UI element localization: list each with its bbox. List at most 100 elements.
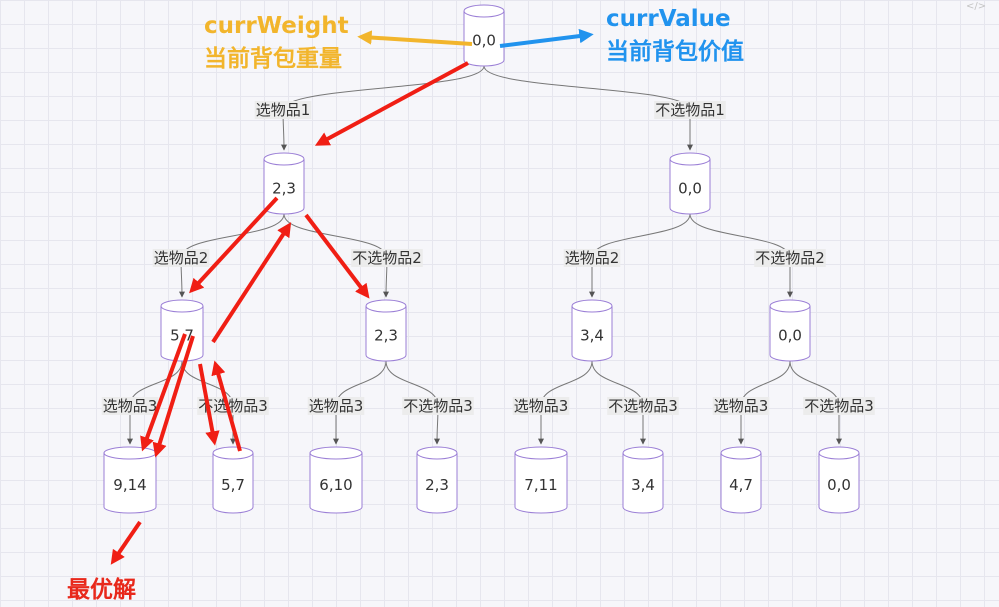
edge-label-bg bbox=[712, 397, 770, 415]
node-cylinder-top bbox=[669, 152, 711, 166]
node-root: 0,0 bbox=[463, 4, 505, 67]
node-cylinder-body bbox=[309, 453, 363, 514]
node-cylinder-top bbox=[309, 446, 363, 460]
edge-label-bg bbox=[563, 249, 621, 267]
node-b: 0,0 bbox=[669, 152, 711, 215]
node-cylinder-body bbox=[463, 11, 505, 67]
node-cylinder-body bbox=[818, 453, 860, 514]
edge-label-aa-aaa: 选物品3 bbox=[101, 397, 159, 415]
edge-label-bg bbox=[152, 249, 210, 267]
edge-label-text: 选物品3 bbox=[714, 397, 769, 415]
edge-label-ab-abb: 不选物品3 bbox=[402, 397, 474, 415]
node-cylinder-body bbox=[416, 453, 458, 514]
node-cylinder-body bbox=[571, 306, 613, 362]
edge-label-text: 选物品3 bbox=[514, 397, 569, 415]
node-value-label: 2,3 bbox=[374, 327, 398, 345]
node-bb: 0,0 bbox=[769, 299, 811, 362]
traversal-arrows bbox=[140, 61, 469, 458]
traversal-arrow-5 bbox=[140, 333, 187, 452]
edge-label-bg bbox=[351, 249, 423, 267]
node-cylinder-top bbox=[622, 446, 664, 460]
node-value-label: 0,0 bbox=[827, 476, 851, 494]
weight-annotation-arrow bbox=[357, 30, 473, 46]
edge-label-ba-bab: 不选物品3 bbox=[607, 397, 679, 415]
traversal-arrow-2 bbox=[189, 196, 279, 294]
traversal-arrow-6 bbox=[152, 335, 195, 458]
node-cylinder-body bbox=[720, 453, 762, 514]
node-value-label: 5,7 bbox=[170, 327, 194, 345]
edge-label-aa-aab: 不选物品3 bbox=[197, 397, 269, 415]
edge-label-root-a: 选物品1 bbox=[254, 101, 312, 119]
edge-root-b bbox=[483, 65, 693, 151]
edge-label-bb-bbb: 不选物品3 bbox=[803, 397, 875, 415]
node-aba: 6,10 bbox=[309, 446, 363, 514]
edge-label-text: 不选物品2 bbox=[352, 249, 422, 267]
node-value-label: 2,3 bbox=[425, 476, 449, 494]
node-bba: 4,7 bbox=[720, 446, 762, 514]
node-cylinder-body bbox=[622, 453, 664, 514]
edge-label-a-aa: 选物品2 bbox=[152, 249, 210, 267]
edge-label-bg bbox=[607, 397, 679, 415]
edge-label-bg bbox=[254, 101, 312, 119]
edge-root-a bbox=[280, 65, 485, 151]
edge-label-ba-baa: 选物品3 bbox=[512, 397, 570, 415]
weight-annotation-title: currWeight bbox=[204, 13, 349, 39]
node-value-label: 0,0 bbox=[472, 32, 496, 50]
node-value-label: 5,7 bbox=[221, 476, 245, 494]
weight-annotation-subtitle: 当前背包重量 bbox=[204, 45, 342, 72]
node-cylinder-body bbox=[103, 453, 157, 514]
traversal-arrow-1 bbox=[314, 61, 469, 146]
node-cylinder-top bbox=[160, 299, 204, 313]
node-value-label: 0,0 bbox=[678, 180, 702, 198]
node-cylinder-body bbox=[669, 159, 711, 215]
node-ba: 3,4 bbox=[571, 299, 613, 362]
node-value-label: 9,14 bbox=[113, 476, 146, 494]
nodes-layer: 0,0 2,3 0,0 5,7 2,3 3,4 0,0 9,14 5,7 6,10 2,3 7,11 3… bbox=[103, 4, 860, 514]
node-cylinder-top bbox=[416, 446, 458, 460]
node-aab: 5,7 bbox=[212, 446, 254, 514]
node-cylinder-body bbox=[514, 453, 568, 514]
edge-label-text: 选物品2 bbox=[565, 249, 620, 267]
edge-label-text: 不选物品1 bbox=[655, 101, 725, 119]
edge-label-bg bbox=[101, 397, 159, 415]
node-value-label: 7,11 bbox=[524, 476, 557, 494]
node-value-label: 4,7 bbox=[729, 476, 753, 494]
node-cylinder-top bbox=[212, 446, 254, 460]
traversal-arrow-4 bbox=[211, 222, 292, 344]
edge-label-root-b: 不选物品1 bbox=[654, 101, 726, 119]
edge-label-bg bbox=[754, 249, 826, 267]
best-solution-arrow bbox=[110, 520, 142, 565]
edge-label-text: 选物品1 bbox=[256, 101, 311, 119]
value-annotation-title: currValue bbox=[606, 6, 731, 32]
node-value-label: 2,3 bbox=[272, 180, 296, 198]
node-abb: 2,3 bbox=[416, 446, 458, 514]
node-cylinder-body bbox=[769, 306, 811, 362]
node-cylinder-top bbox=[571, 299, 613, 313]
node-value-label: 3,4 bbox=[631, 476, 655, 494]
edge-label-text: 不选物品3 bbox=[608, 397, 678, 415]
node-value-label: 3,4 bbox=[580, 327, 604, 345]
edge-label-b-ba: 选物品2 bbox=[563, 249, 621, 267]
edge-label-text: 选物品3 bbox=[309, 397, 364, 415]
edge-label-bb-bba: 选物品3 bbox=[712, 397, 770, 415]
node-ab: 2,3 bbox=[365, 299, 407, 362]
value-annotation-arrow bbox=[499, 28, 594, 48]
edge-label-a-ab: 不选物品2 bbox=[351, 249, 423, 267]
node-aaa: 9,14 bbox=[103, 446, 157, 514]
edge-label-text: 选物品3 bbox=[103, 397, 158, 415]
node-cylinder-top bbox=[463, 4, 505, 18]
edge-label-text: 选物品2 bbox=[154, 249, 209, 267]
edge-label-bg bbox=[402, 397, 474, 415]
node-cylinder-top bbox=[720, 446, 762, 460]
edge-label-bg bbox=[803, 397, 875, 415]
node-cylinder-top bbox=[514, 446, 568, 460]
edge-label-bg bbox=[197, 397, 269, 415]
edge-label-b-bb: 不选物品2 bbox=[754, 249, 826, 267]
edge-label-bg bbox=[654, 101, 726, 119]
node-value-label: 0,0 bbox=[778, 327, 802, 345]
edge-labels-layer: 选物品1 不选物品1 选物品2 不选物品2 选物品2 不选物品2 选物品3 不选物品3 选物品3… bbox=[101, 101, 875, 415]
node-cylinder-top bbox=[103, 446, 157, 460]
node-cylinder-body bbox=[160, 306, 204, 362]
node-value-label: 6,10 bbox=[319, 476, 352, 494]
